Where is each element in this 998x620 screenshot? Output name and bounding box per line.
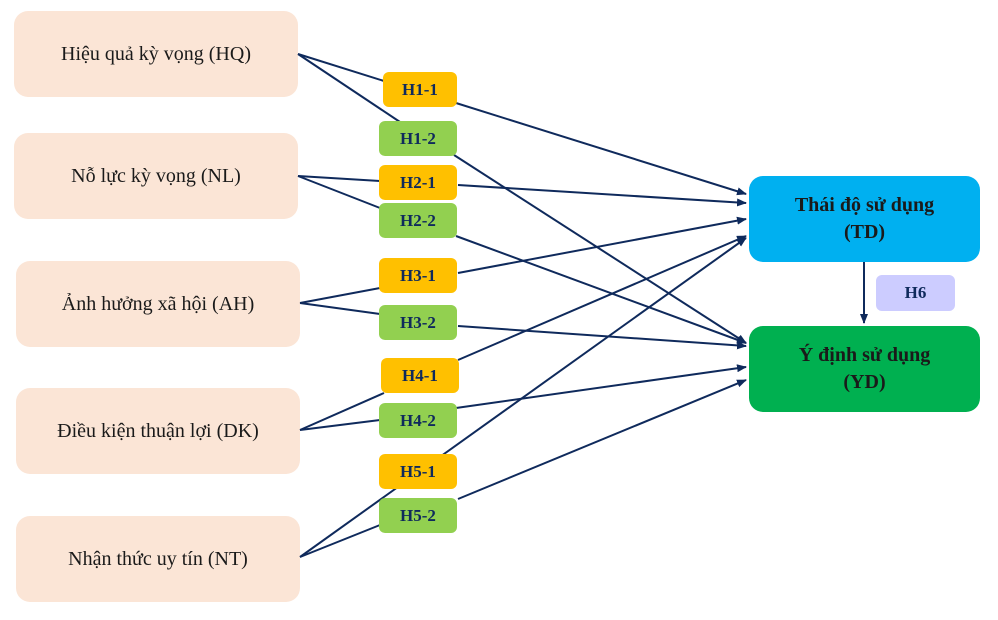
hypothesis-h3-1: H3-1 bbox=[379, 258, 457, 293]
construct-nl: Nỗ lực kỳ vọng (NL) bbox=[14, 133, 298, 219]
connector-nl-h2-1 bbox=[297, 175, 381, 182]
connector-h3-2-yd bbox=[457, 325, 747, 350]
hypothesis-h2-1: H2-1 bbox=[379, 165, 457, 200]
connector-nl-h2-2 bbox=[297, 175, 381, 209]
construct-td: Thái độ sử dụng (TD) bbox=[749, 176, 980, 262]
connector-nt-h5-1 bbox=[299, 237, 747, 558]
construct-td-code: (TD) bbox=[843, 221, 886, 243]
connector-dk-h4-1 bbox=[299, 392, 385, 431]
construct-yd-title: Ý định sử dụng bbox=[798, 344, 931, 366]
construct-td-title: Thái độ sử dụng bbox=[794, 194, 935, 216]
hypothesis-h5-2: H5-2 bbox=[379, 498, 457, 533]
construct-ah: Ảnh hưởng xã hội (AH) bbox=[16, 261, 300, 347]
hypothesis-h1-2: H1-2 bbox=[379, 121, 457, 156]
connector-ah-h3-1 bbox=[299, 287, 381, 304]
connector-hq-h1-2 bbox=[297, 53, 401, 123]
hypothesis-h5-1: H5-1 bbox=[379, 454, 457, 489]
connector-h2-2-yd bbox=[455, 235, 747, 344]
hypothesis-h6: H6 bbox=[876, 275, 955, 311]
construct-ah-label: Ảnh hưởng xã hội (AH) bbox=[61, 292, 255, 315]
construct-nt: Nhận thức uy tín (NT) bbox=[16, 516, 300, 602]
construct-yd-code: (YD) bbox=[843, 371, 886, 393]
construct-dk: Điều kiện thuận lợi (DK) bbox=[16, 388, 300, 474]
connector-h1-1-td bbox=[455, 102, 747, 196]
connector-h5-2-yd bbox=[457, 379, 747, 500]
connector-h3-1-td bbox=[457, 216, 747, 274]
connector-h1-2-yd bbox=[453, 154, 747, 344]
construct-hq-label: Hiệu quả kỳ vọng (HQ) bbox=[61, 42, 251, 65]
connector-dk-h4-2 bbox=[299, 419, 381, 431]
connector-hq-h1-1 bbox=[297, 53, 385, 82]
connector-h4-2-yd bbox=[455, 364, 747, 409]
connector-ah-h3-2 bbox=[299, 302, 381, 315]
connector-nt-h5-2 bbox=[299, 524, 381, 558]
hypothesis-h4-2: H4-2 bbox=[379, 403, 457, 438]
hypothesis-h1-1: H1-1 bbox=[383, 72, 457, 107]
construct-dk-label: Điều kiện thuận lợi (DK) bbox=[57, 419, 259, 442]
hypothesis-h4-1: H4-1 bbox=[381, 358, 459, 393]
construct-yd: Ý định sử dụng (YD) bbox=[749, 326, 980, 412]
construct-hq: Hiệu quả kỳ vọng (HQ) bbox=[14, 11, 298, 97]
connector-h4-1-td bbox=[457, 235, 747, 361]
connector-h2-1-td bbox=[457, 184, 747, 207]
hypothesis-h3-2: H3-2 bbox=[379, 305, 457, 340]
construct-nt-label: Nhận thức uy tín (NT) bbox=[68, 547, 248, 570]
hypothesis-h2-2: H2-2 bbox=[379, 203, 457, 238]
construct-nl-label: Nỗ lực kỳ vọng (NL) bbox=[71, 164, 241, 187]
